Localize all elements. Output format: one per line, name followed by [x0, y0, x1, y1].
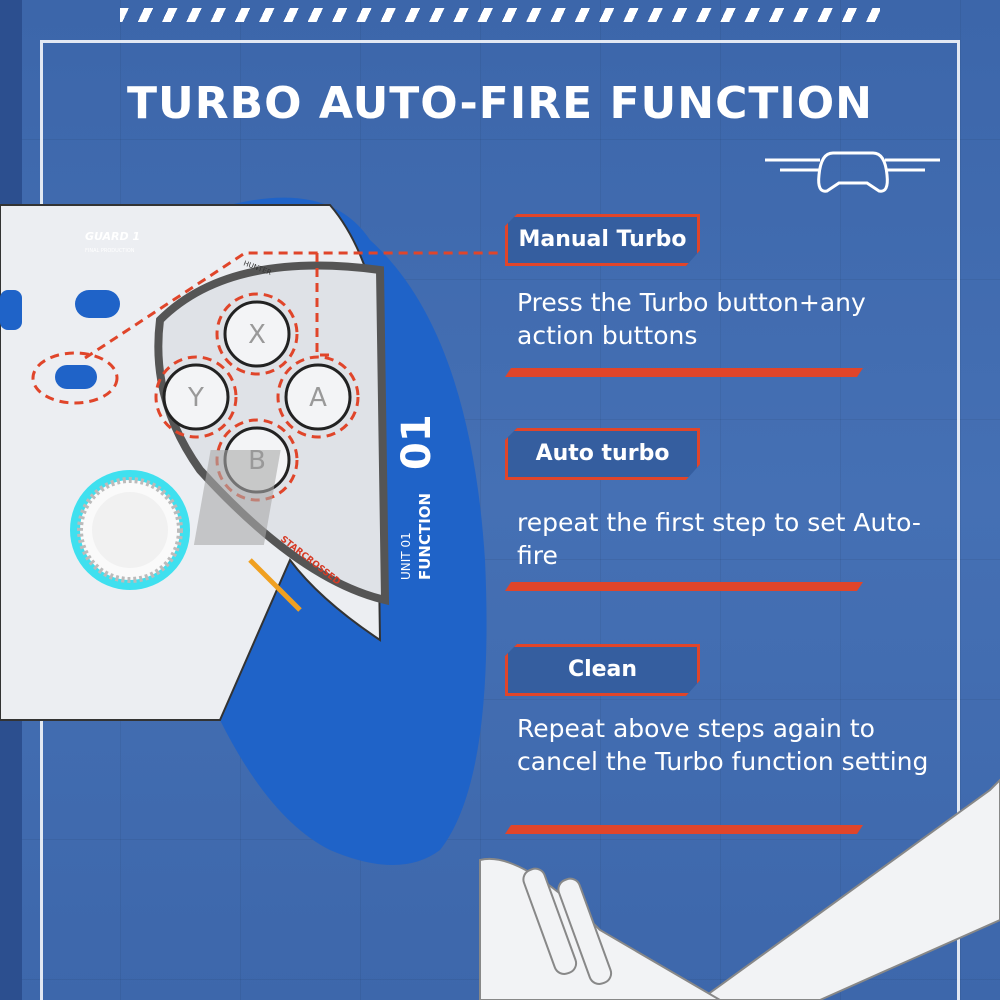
svg-text:B: B: [248, 446, 266, 476]
auto-turbo-description: repeat the first step to set Auto-fire: [517, 508, 921, 570]
button-x: [223, 300, 291, 368]
svg-text:Y: Y: [187, 383, 204, 413]
divider-bar: [505, 582, 863, 591]
svg-text:UNIT 01: UNIT 01: [399, 532, 413, 580]
gamepad-icon: [765, 151, 940, 193]
page-title: TURBO AUTO-FIRE FUNCTION: [126, 78, 873, 129]
svg-text:A: A: [309, 383, 327, 413]
badge-manual-turbo: Manual Turbo: [505, 214, 700, 266]
top-stripes: [120, 8, 880, 22]
clean-description: Repeat above steps again to cancel the T…: [517, 714, 929, 776]
divider-bar: [505, 825, 863, 834]
svg-text:01: 01: [394, 414, 440, 470]
svg-text:X: X: [248, 320, 266, 350]
svg-text:FUNCTION: FUNCTION: [416, 493, 434, 580]
guard-label: GUARD 1: [85, 230, 140, 243]
button-y: [162, 363, 230, 431]
badge-clean: Clean: [505, 644, 700, 696]
robot-hand: [479, 778, 1000, 1000]
manual-turbo-description: Press the Turbo button+any action button…: [517, 288, 866, 350]
svg-text:FINAL PRODUCTION: FINAL PRODUCTION: [85, 248, 135, 254]
divider-bar: [505, 368, 863, 377]
button-a: [284, 363, 352, 431]
badge-auto-turbo: Auto turbo: [505, 428, 700, 480]
